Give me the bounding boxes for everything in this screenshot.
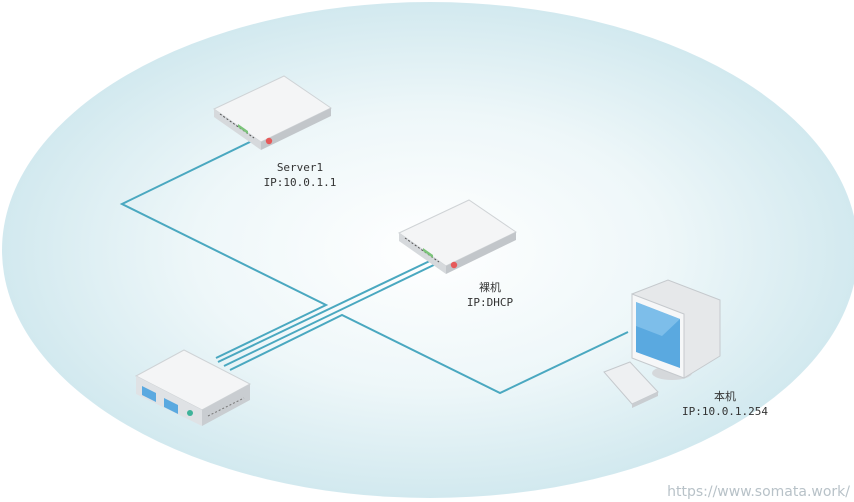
local-machine-name: 本机 <box>714 390 736 403</box>
bare-machine-device-icon <box>398 199 517 274</box>
network-switch-icon <box>134 349 252 426</box>
network-links <box>119 137 629 395</box>
link-bare-machine-switch-2 <box>223 261 441 367</box>
server1-ip: IP:10.0.1.1 <box>263 176 337 189</box>
bare-machine-label: 裸机 IP:DHCP <box>450 280 530 310</box>
local-machine-ip: IP:10.0.1.254 <box>681 405 769 418</box>
bare-machine-ip: IP:DHCP <box>466 296 514 309</box>
server1-name: Server1 <box>276 161 324 174</box>
local-machine-pc-icon <box>603 279 721 408</box>
bare-machine-name: 裸机 <box>479 281 501 294</box>
link-server1-switch <box>119 137 329 359</box>
link-local-machine-switch <box>229 313 629 395</box>
link-bare-machine-switch-1 <box>217 257 437 363</box>
server1-label: Server1 IP:10.0.1.1 <box>254 160 346 190</box>
server1-device-icon <box>213 75 332 150</box>
watermark-url: https://www.somata.work/ <box>667 484 850 500</box>
local-machine-label: 本机 IP:10.0.1.254 <box>670 389 780 419</box>
